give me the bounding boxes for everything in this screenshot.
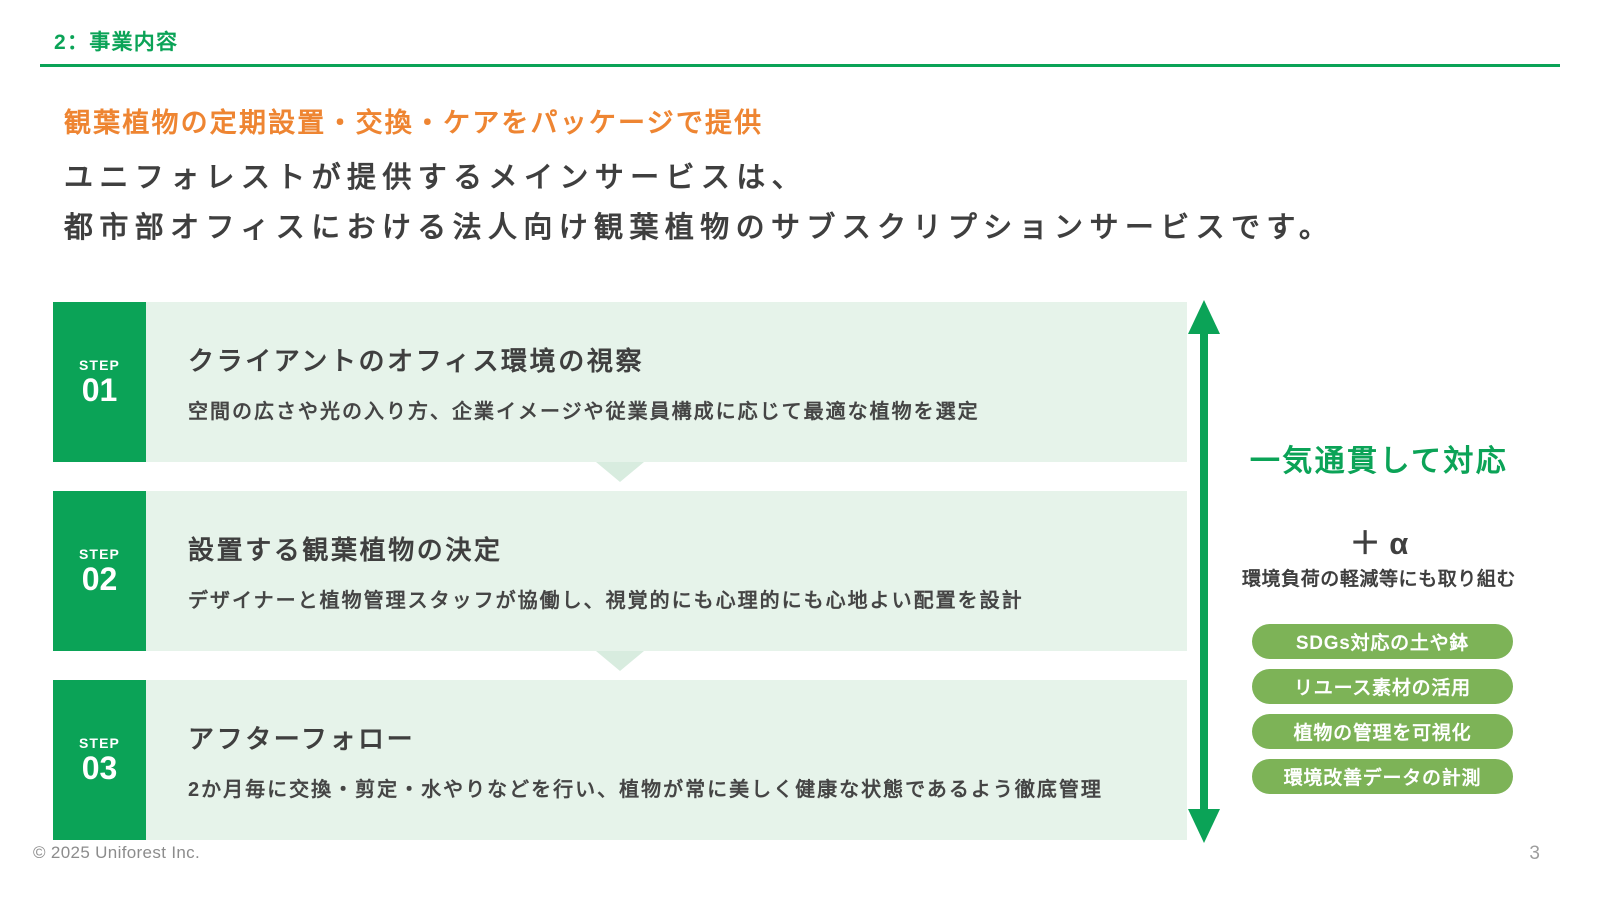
step-3-number: 03 <box>81 750 118 786</box>
step-3-badge: STEP 03 <box>53 680 146 840</box>
extra-features-list: SDGs対応の土や鉢 リユース素材の活用 植物の管理を可視化 環境改善データの計… <box>1252 624 1513 794</box>
plus-alpha-caption: 環境負荷の軽減等にも取り組む <box>1242 569 1516 590</box>
page-number: 3 <box>1529 843 1540 864</box>
chevron-down-icon <box>596 462 644 482</box>
chevron-down-icon <box>596 651 644 671</box>
step-1-badge: STEP 01 <box>53 302 146 462</box>
steps-list: STEP 01 クライアントのオフィス環境の視察 空間の広さや光の入り方、企業イ… <box>53 302 1187 840</box>
slide-title: ユニフォレストが提供するメインサービスは、 都市部オフィスにおける法人向け観葉植… <box>64 153 1334 253</box>
footer-copyright: © 2025 Uniforest Inc. <box>33 843 201 862</box>
step-1-number: 01 <box>81 372 118 408</box>
step-2-badge: STEP 02 <box>53 491 146 651</box>
feature-pill-sdgs: SDGs対応の土や鉢 <box>1252 624 1513 659</box>
step-1-title: クライアントのオフィス環境の視察 <box>188 345 645 376</box>
arrow-caption: 一気通貫して対応 <box>1249 445 1509 478</box>
feature-pill-visualize: 植物の管理を可視化 <box>1252 714 1513 749</box>
step-3-label: STEP <box>78 735 121 751</box>
feature-pill-data: 環境改善データの計測 <box>1252 759 1513 794</box>
feature-pill-reuse: リユース素材の活用 <box>1252 669 1513 704</box>
section-label: 2：事業内容 <box>54 31 179 54</box>
step-2-number: 02 <box>81 561 118 597</box>
slide-title-line1: ユニフォレストが提供するメインサービスは、 <box>64 162 807 194</box>
slide-title-line2: 都市部オフィスにおける法人向け観葉植物のサブスクリプションサービスです。 <box>64 212 1335 244</box>
slide-subtitle: 観葉植物の定期設置・交換・ケアをパッケージで提供 <box>64 108 764 138</box>
step-3-description: 2か月毎に交換・剪定・水やりなどを行い、植物が常に美しく健康な状態であるよう徹底… <box>188 778 1103 801</box>
step-1-label: STEP <box>78 357 121 373</box>
step-row-3: STEP 03 アフターフォロー 2か月毎に交換・剪定・水やりなどを行い、植物が… <box>53 680 1187 840</box>
step-2-body: 設置する観葉植物の決定 デザイナーと植物管理スタッフが協働し、視覚的にも心理的に… <box>146 491 1187 651</box>
step-row-2: STEP 02 設置する観葉植物の決定 デザイナーと植物管理スタッフが協働し、視… <box>53 491 1187 651</box>
plus-alpha-label: ＋ α <box>1349 526 1409 561</box>
step-3-title: アフターフォロー <box>188 723 416 754</box>
step-2-description: デザイナーと植物管理スタッフが協働し、視覚的にも心理的にも心地よい配置を設計 <box>188 589 1024 612</box>
double-arrow-icon <box>1188 300 1220 843</box>
step-gap-1 <box>53 462 1187 491</box>
step-1-body: クライアントのオフィス環境の視察 空間の広さや光の入り方、企業イメージや従業員構… <box>146 302 1187 462</box>
step-2-label: STEP <box>78 546 121 562</box>
step-gap-2 <box>53 651 1187 680</box>
step-row-1: STEP 01 クライアントのオフィス環境の視察 空間の広さや光の入り方、企業イ… <box>53 302 1187 462</box>
step-3-body: アフターフォロー 2か月毎に交換・剪定・水やりなどを行い、植物が常に美しく健康な… <box>146 680 1187 840</box>
step-2-title: 設置する観葉植物の決定 <box>188 534 503 565</box>
header-divider <box>40 64 1560 67</box>
step-1-description: 空間の広さや光の入り方、企業イメージや従業員構成に応じて最適な植物を選定 <box>188 400 980 423</box>
